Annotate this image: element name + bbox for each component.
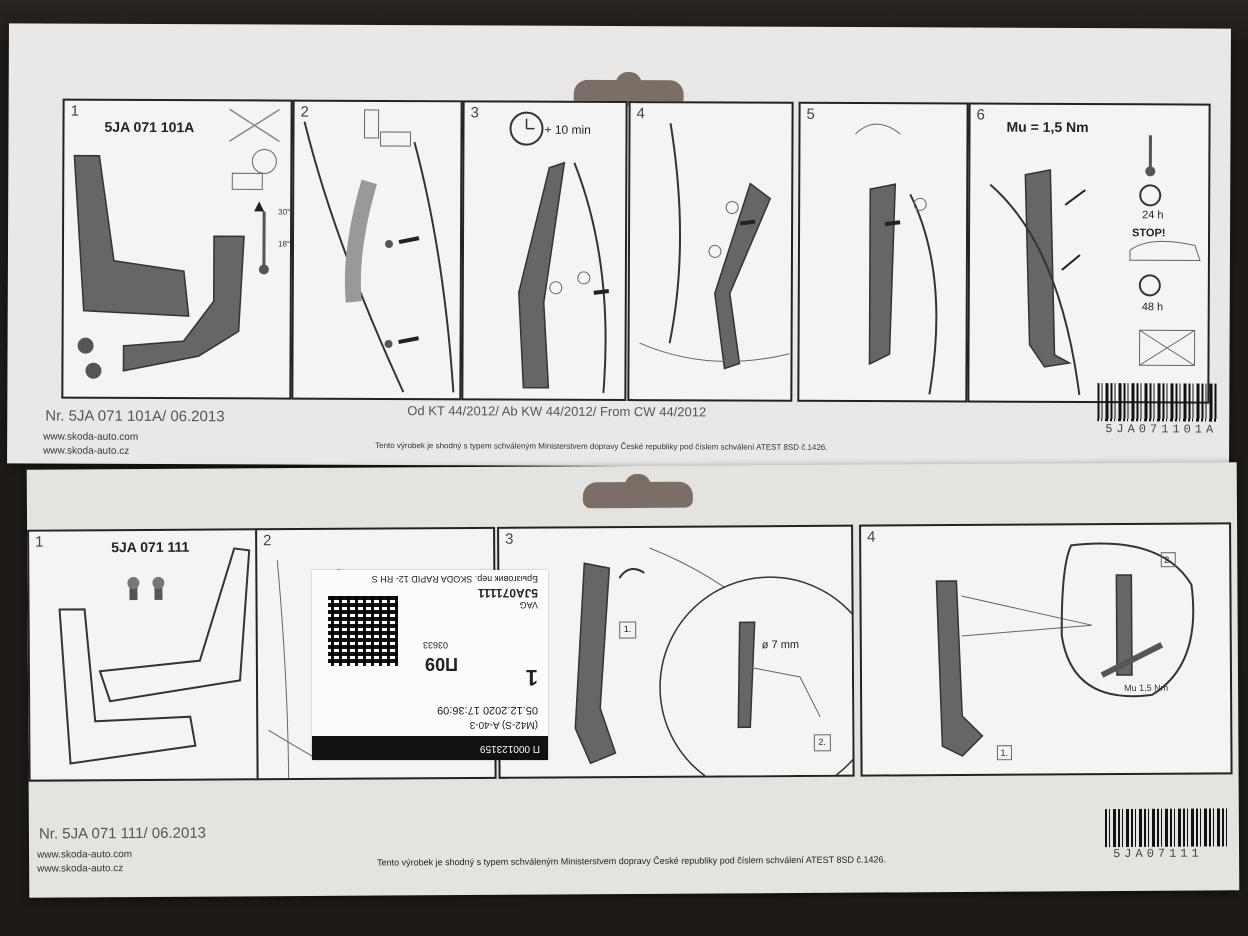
sticker-black-bar: П 000123159 — [312, 736, 548, 760]
tightening-illustration — [855, 123, 938, 395]
website-com: www.skoda-auto.com — [37, 849, 133, 861]
mudflap-illustration — [73, 108, 280, 379]
sub-step-2-label: 2. — [818, 736, 826, 747]
step-panel-5: 5 — [797, 101, 969, 403]
sticker-small-code: 03633 — [422, 640, 448, 650]
mounting-illustration — [509, 111, 610, 394]
qr-code — [328, 596, 398, 666]
barcode — [1097, 383, 1218, 422]
instruction-card-bottom: 1 5JA 071 111 2 3 — [26, 462, 1240, 898]
clock-icon — [1138, 274, 1161, 297]
sticker-description: Брызговик пер. SKODA RAPID 12- RH S — [371, 574, 538, 584]
barcode-number: 5JA07111 — [1113, 846, 1203, 862]
step-panel-3: 3 ø 7 mm 1. 2. — [497, 524, 855, 779]
website-cz: www.skoda-auto.cz — [43, 445, 130, 457]
sub-step-1-label: 1. — [1000, 747, 1008, 758]
step-panel-2: 2 — [291, 99, 463, 401]
hanger-hole — [582, 481, 693, 509]
sticker-code: П09 — [425, 654, 458, 674]
torque-label: Mu 1,5 Nm — [1124, 682, 1169, 694]
website-com: www.skoda-auto.com — [43, 431, 139, 443]
step-panel-1: 1 5JA 071 101A 30°C 18°C — [61, 98, 293, 400]
warehouse-label-sticker: П 000123159 (M42-S) A-40-3 05.12.2020 17… — [312, 570, 548, 760]
clock-icon — [509, 111, 544, 146]
clip-installation-illustration — [574, 547, 855, 779]
footer-part-number: Nr. 5JA 071 111/ 06.2013 — [38, 824, 207, 843]
sticker-qty: 1 — [525, 665, 538, 690]
sticker-brand: VAG — [519, 600, 538, 610]
sub-step-1-label: 1. — [623, 624, 632, 635]
final-check-illustration — [989, 135, 1201, 396]
step-panel-4: 4 — [627, 101, 794, 402]
mudflap-illustration — [58, 547, 251, 765]
sticker-date: 05.12.2020 17:36:09 — [437, 704, 538, 716]
step-panel-6: 6 Mu = 1,5 Nm 24 h STOP! 48 h — [967, 102, 1211, 404]
cleaning-illustration — [303, 109, 455, 393]
instruction-card-top: 1 5JA 071 101A 30°C 18°C 2 — [7, 23, 1231, 469]
step-panel-4: 4 Mu 1,5 Nm 1. 2. — [859, 522, 1233, 777]
validity-text: Od KT 44/2012/ Ab KW 44/2012/ From CW 44… — [407, 403, 707, 420]
barcode — [1104, 808, 1230, 848]
time-48h: 48 h — [1141, 301, 1164, 314]
time-24h: 24 h — [1142, 209, 1164, 222]
sub-step-2-label: 2. — [1164, 554, 1172, 565]
approval-text: Tento výrobek je shodný s typem schválen… — [375, 440, 828, 452]
approval-text: Tento výrobek je shodný s typem schválen… — [377, 854, 887, 868]
sticker-serial: П 000123159 — [479, 743, 540, 754]
website-cz: www.skoda-auto.cz — [37, 863, 124, 875]
sticker-part-number: 5JA071111 — [477, 586, 538, 600]
barcode-number: 5JA071101A — [1105, 422, 1218, 437]
screw-tightening-illustration — [935, 542, 1195, 761]
step-panel-1: 1 5JA 071 111 — [27, 528, 261, 782]
stop-label: STOP! — [1132, 227, 1166, 240]
fastening-illustration — [639, 123, 790, 370]
clock-icon — [1139, 184, 1162, 207]
temp-low: 18°C — [277, 239, 293, 249]
temp-high: 30°C — [278, 207, 293, 217]
diameter-label: ø 7 mm — [761, 638, 800, 652]
step-panel-3: 3 + 10 min — [461, 100, 628, 402]
footer-part-number: Nr. 5JA 071 101A/ 06.2013 — [45, 407, 225, 426]
sticker-location: (M42-S) A-40-3 — [469, 719, 538, 730]
